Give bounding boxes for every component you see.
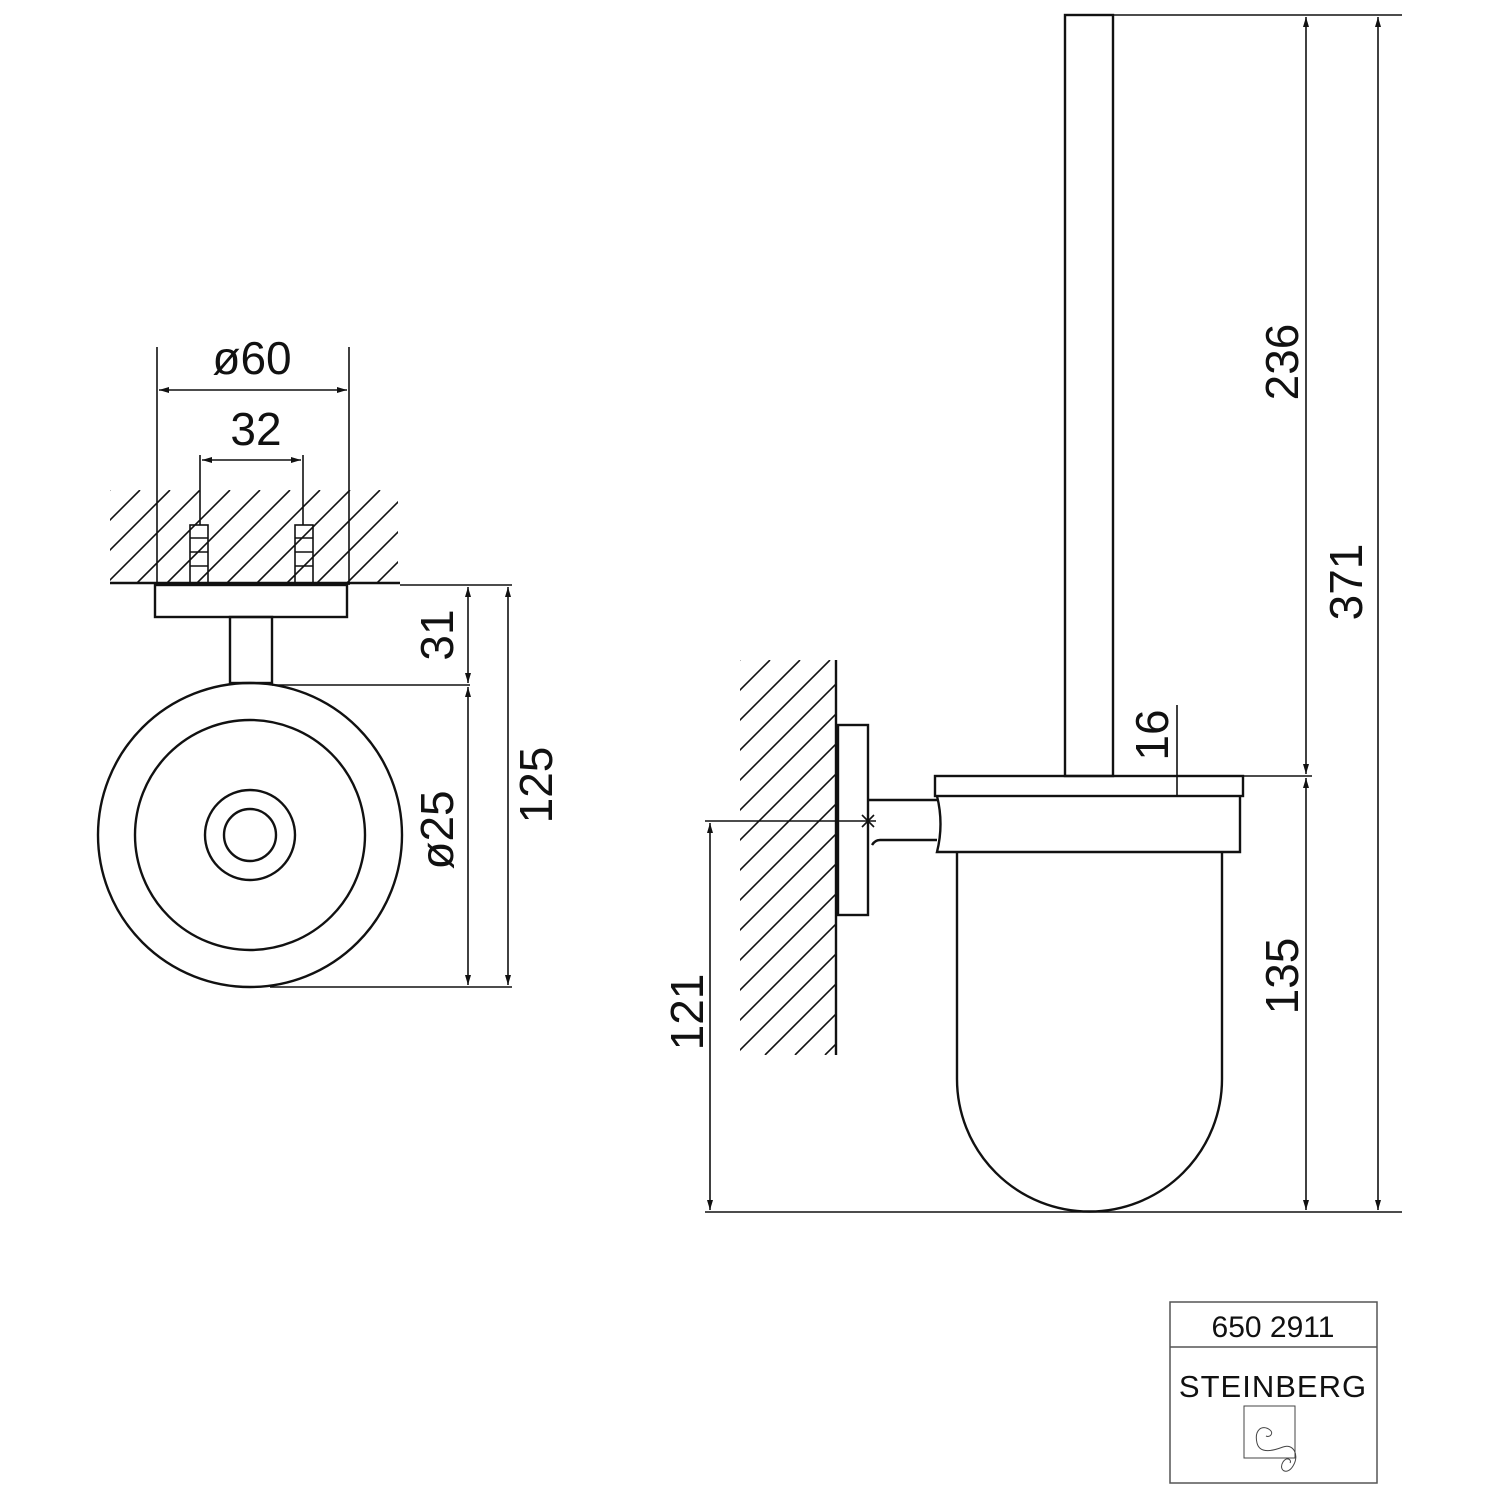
wall-anchors xyxy=(189,524,314,584)
dim-label-16: 16 xyxy=(1126,709,1178,760)
hatch-line xyxy=(740,660,831,752)
stem xyxy=(228,615,274,685)
hatch-line xyxy=(764,982,836,1055)
hatch-line xyxy=(740,742,836,842)
hatch-line xyxy=(110,490,171,552)
hatch-line xyxy=(110,490,201,582)
hatch-line xyxy=(316,500,398,583)
dim-label-32: 32 xyxy=(230,403,281,455)
extension-lines-front xyxy=(156,347,512,988)
dim-label-135: 135 xyxy=(1256,938,1308,1015)
wall-plate-side xyxy=(836,723,870,917)
dim-label-125: 125 xyxy=(510,747,562,824)
front-view: ø60 32 31 ø25 125 xyxy=(96,332,562,989)
base-plate xyxy=(153,583,349,619)
hatch-line xyxy=(740,952,836,1052)
hatch-line xyxy=(740,772,836,872)
hub-inner xyxy=(222,807,278,863)
hatch-line xyxy=(196,490,291,583)
hatch-line xyxy=(110,490,141,522)
brush-handle xyxy=(1063,13,1115,778)
hatch-line xyxy=(110,490,111,492)
wall-hatch-front xyxy=(110,490,398,583)
dim-label-diameter-25: ø25 xyxy=(411,790,463,869)
side-view: 121 16 236 135 371 xyxy=(661,13,1402,1213)
hatch-line xyxy=(166,490,261,583)
hatch-line xyxy=(226,490,321,583)
brand-name: STEINBERG xyxy=(1179,1369,1367,1404)
dim-label-diameter-60: ø60 xyxy=(212,332,291,384)
cup-bowl xyxy=(955,852,1224,1213)
article-number: 650 2911 xyxy=(1212,1311,1335,1344)
hatch-line xyxy=(376,560,398,583)
hatch-line xyxy=(136,490,231,583)
outer-ring xyxy=(96,681,404,989)
hatch-line xyxy=(740,712,836,812)
inner-ring xyxy=(133,718,367,952)
hatch-line xyxy=(740,832,836,932)
hatch-line xyxy=(740,682,836,782)
hatch-line xyxy=(256,490,351,583)
hub-outer xyxy=(203,788,297,882)
hatch-line xyxy=(740,922,836,1022)
dim-label-371: 371 xyxy=(1320,544,1372,621)
cup-collar xyxy=(935,795,1242,854)
lid-cap xyxy=(933,774,1245,798)
hatch-line xyxy=(346,530,398,583)
title-block: 650 2911 STEINBERG xyxy=(1169,1301,1378,1484)
hatch-line xyxy=(740,660,801,722)
support-arm xyxy=(868,798,937,846)
brand-logo-icon xyxy=(1243,1405,1297,1472)
hatch-line xyxy=(286,490,381,583)
wall-hatch-side xyxy=(740,660,836,1055)
hatch-line xyxy=(740,892,836,992)
dim-label-121: 121 xyxy=(661,974,713,1051)
dim-label-236: 236 xyxy=(1256,324,1308,401)
dim-label-31: 31 xyxy=(411,609,463,660)
hatch-line xyxy=(740,802,836,902)
extension-lines-side xyxy=(705,14,1402,1213)
